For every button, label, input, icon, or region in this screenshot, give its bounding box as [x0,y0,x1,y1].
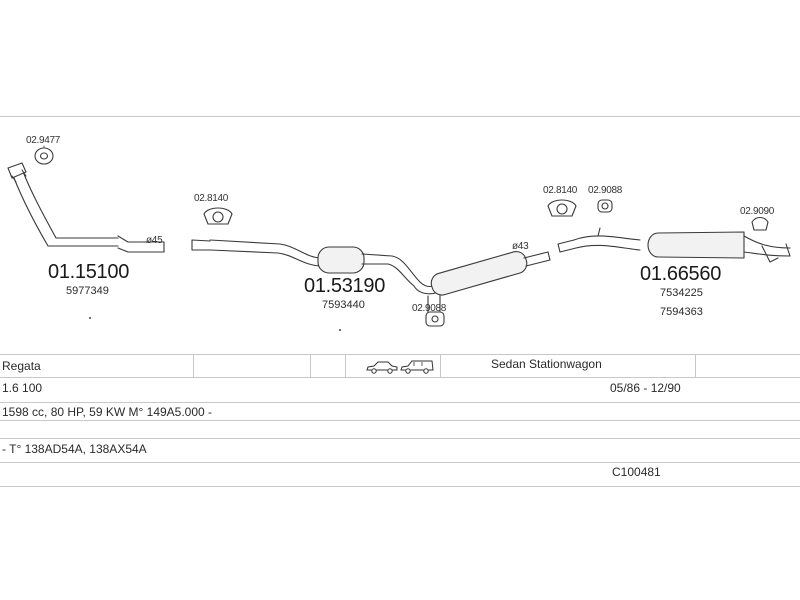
rear-muffler-oem-2: 7594363 [660,306,703,318]
table-rule-7 [0,486,800,487]
table-rule-6 [0,462,800,463]
table-rule-3 [0,402,800,403]
middle-pipe-diameter: ø43 [512,241,529,252]
rear-muffler-oem-1: 7534225 [660,287,703,299]
front-pipe [7,162,165,253]
body-types: Sedan Stationwagon [491,357,602,371]
table-vline-5 [695,354,696,377]
model-name: Regata [2,359,41,373]
center-pipe [191,239,421,287]
stationwagon-car-icon [400,360,434,374]
front-pipe-diameter: ø45 [146,235,163,246]
clamp-b-icon [547,199,577,217]
production-years: 05/86 - 12/90 [610,381,681,395]
hanger-mid-label: 02.9088 [412,303,447,314]
top-rule [0,116,800,117]
front-pipe-oem: 5977349 [66,285,109,297]
gasket-front-label: 02.9477 [26,135,61,146]
table-vline-3 [345,354,346,377]
vehicle-types: - T° 138AD54A, 138AX54A [2,442,147,456]
exhaust-diagram [7,145,791,331]
middle-pipe [413,251,551,296]
engine-spec: 1598 cc, 80 HP, 59 KW M° 149A5.000 - [2,405,213,419]
front-pipe-number: 01.15100 [48,261,130,283]
sedan-car-icon [366,361,398,374]
table-vline-1 [193,354,194,377]
catalog-code: C100481 [612,465,661,479]
hanger-mid-icon [425,295,445,327]
center-pipe-number: 01.53190 [304,275,386,297]
hanger-rear-top-icon [597,199,613,213]
clamp-b-label: 02.8140 [543,185,578,196]
center-pipe-oem: 7593440 [322,299,365,311]
hanger-rear-top-label: 02.9088 [588,185,623,196]
rear-pipe [557,227,791,263]
engine-label: 1.6 100 [2,381,43,395]
gasket-front-icon [34,147,54,165]
table-vline-2 [310,354,311,377]
hanger-tail-icon [751,216,769,231]
table-rule-5 [0,438,800,439]
table-rule-1 [0,354,800,355]
table-rule-2 [0,377,800,378]
rear-muffler-number: 01.66560 [640,263,722,285]
table-rule-4 [0,420,800,421]
clamp-a-label: 02.8140 [194,193,229,204]
clamp-a-icon [203,207,233,225]
table-vline-4 [440,354,441,377]
hanger-tail-label: 02.9090 [740,206,775,217]
